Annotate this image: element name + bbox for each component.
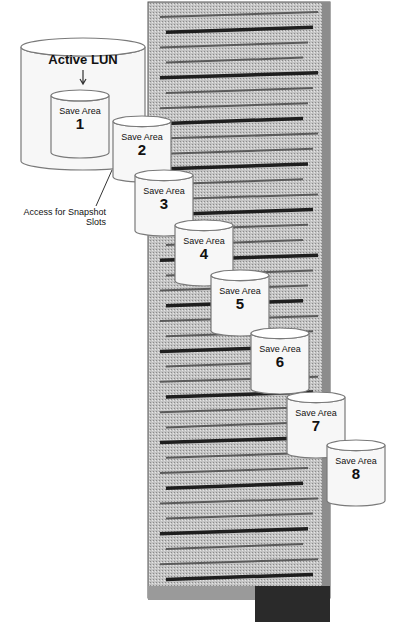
area-name: Save Area <box>112 132 172 142</box>
rack-slot <box>160 134 318 139</box>
area-number: 1 <box>50 116 110 132</box>
leader-line <box>96 170 112 206</box>
rack-slot <box>160 42 308 47</box>
rack-slot <box>160 498 318 503</box>
rack-slot <box>160 103 308 108</box>
area-name: Save Area <box>174 236 234 246</box>
storage-cylinder: Save Area8 <box>326 440 386 506</box>
rack-slot <box>160 559 318 564</box>
storage-cylinder: Save Area1 <box>50 90 110 158</box>
rack-slot <box>160 164 308 169</box>
volume-name: Active LUN <box>20 52 146 67</box>
rack-slot <box>160 12 318 17</box>
area-number: 6 <box>250 354 310 370</box>
rack-slot <box>166 574 313 579</box>
rack-slot <box>166 27 313 32</box>
rack-slot <box>160 407 308 412</box>
storage-cylinder: Save Area6 <box>250 328 310 394</box>
rack-slot <box>166 514 313 519</box>
area-name: Save Area <box>286 408 346 418</box>
rack-slot <box>166 483 303 488</box>
area-number: 7 <box>286 418 346 434</box>
rack-slot <box>160 468 308 473</box>
storage-cylinder: Save Area5 <box>210 270 270 336</box>
callout-label: Access for Snapshot Slots <box>20 207 106 227</box>
area-number: 2 <box>112 142 172 158</box>
area-name: Save Area <box>326 456 386 466</box>
rack-slot <box>160 529 308 534</box>
area-number: 3 <box>134 196 194 212</box>
area-name: Save Area <box>250 344 310 354</box>
rack-slot <box>160 73 318 78</box>
area-name: Save Area <box>210 286 270 296</box>
area-name: Save Area <box>50 106 110 116</box>
rack-slot <box>166 149 313 154</box>
rack-slot <box>166 118 303 123</box>
rack-slot <box>166 58 303 63</box>
area-name: Save Area <box>134 186 194 196</box>
rack-slot <box>166 422 303 427</box>
rack-slot <box>166 88 313 93</box>
area-number: 8 <box>326 466 386 482</box>
area-number: 4 <box>174 246 234 262</box>
rack-slot <box>166 544 303 549</box>
area-number: 5 <box>210 296 270 312</box>
